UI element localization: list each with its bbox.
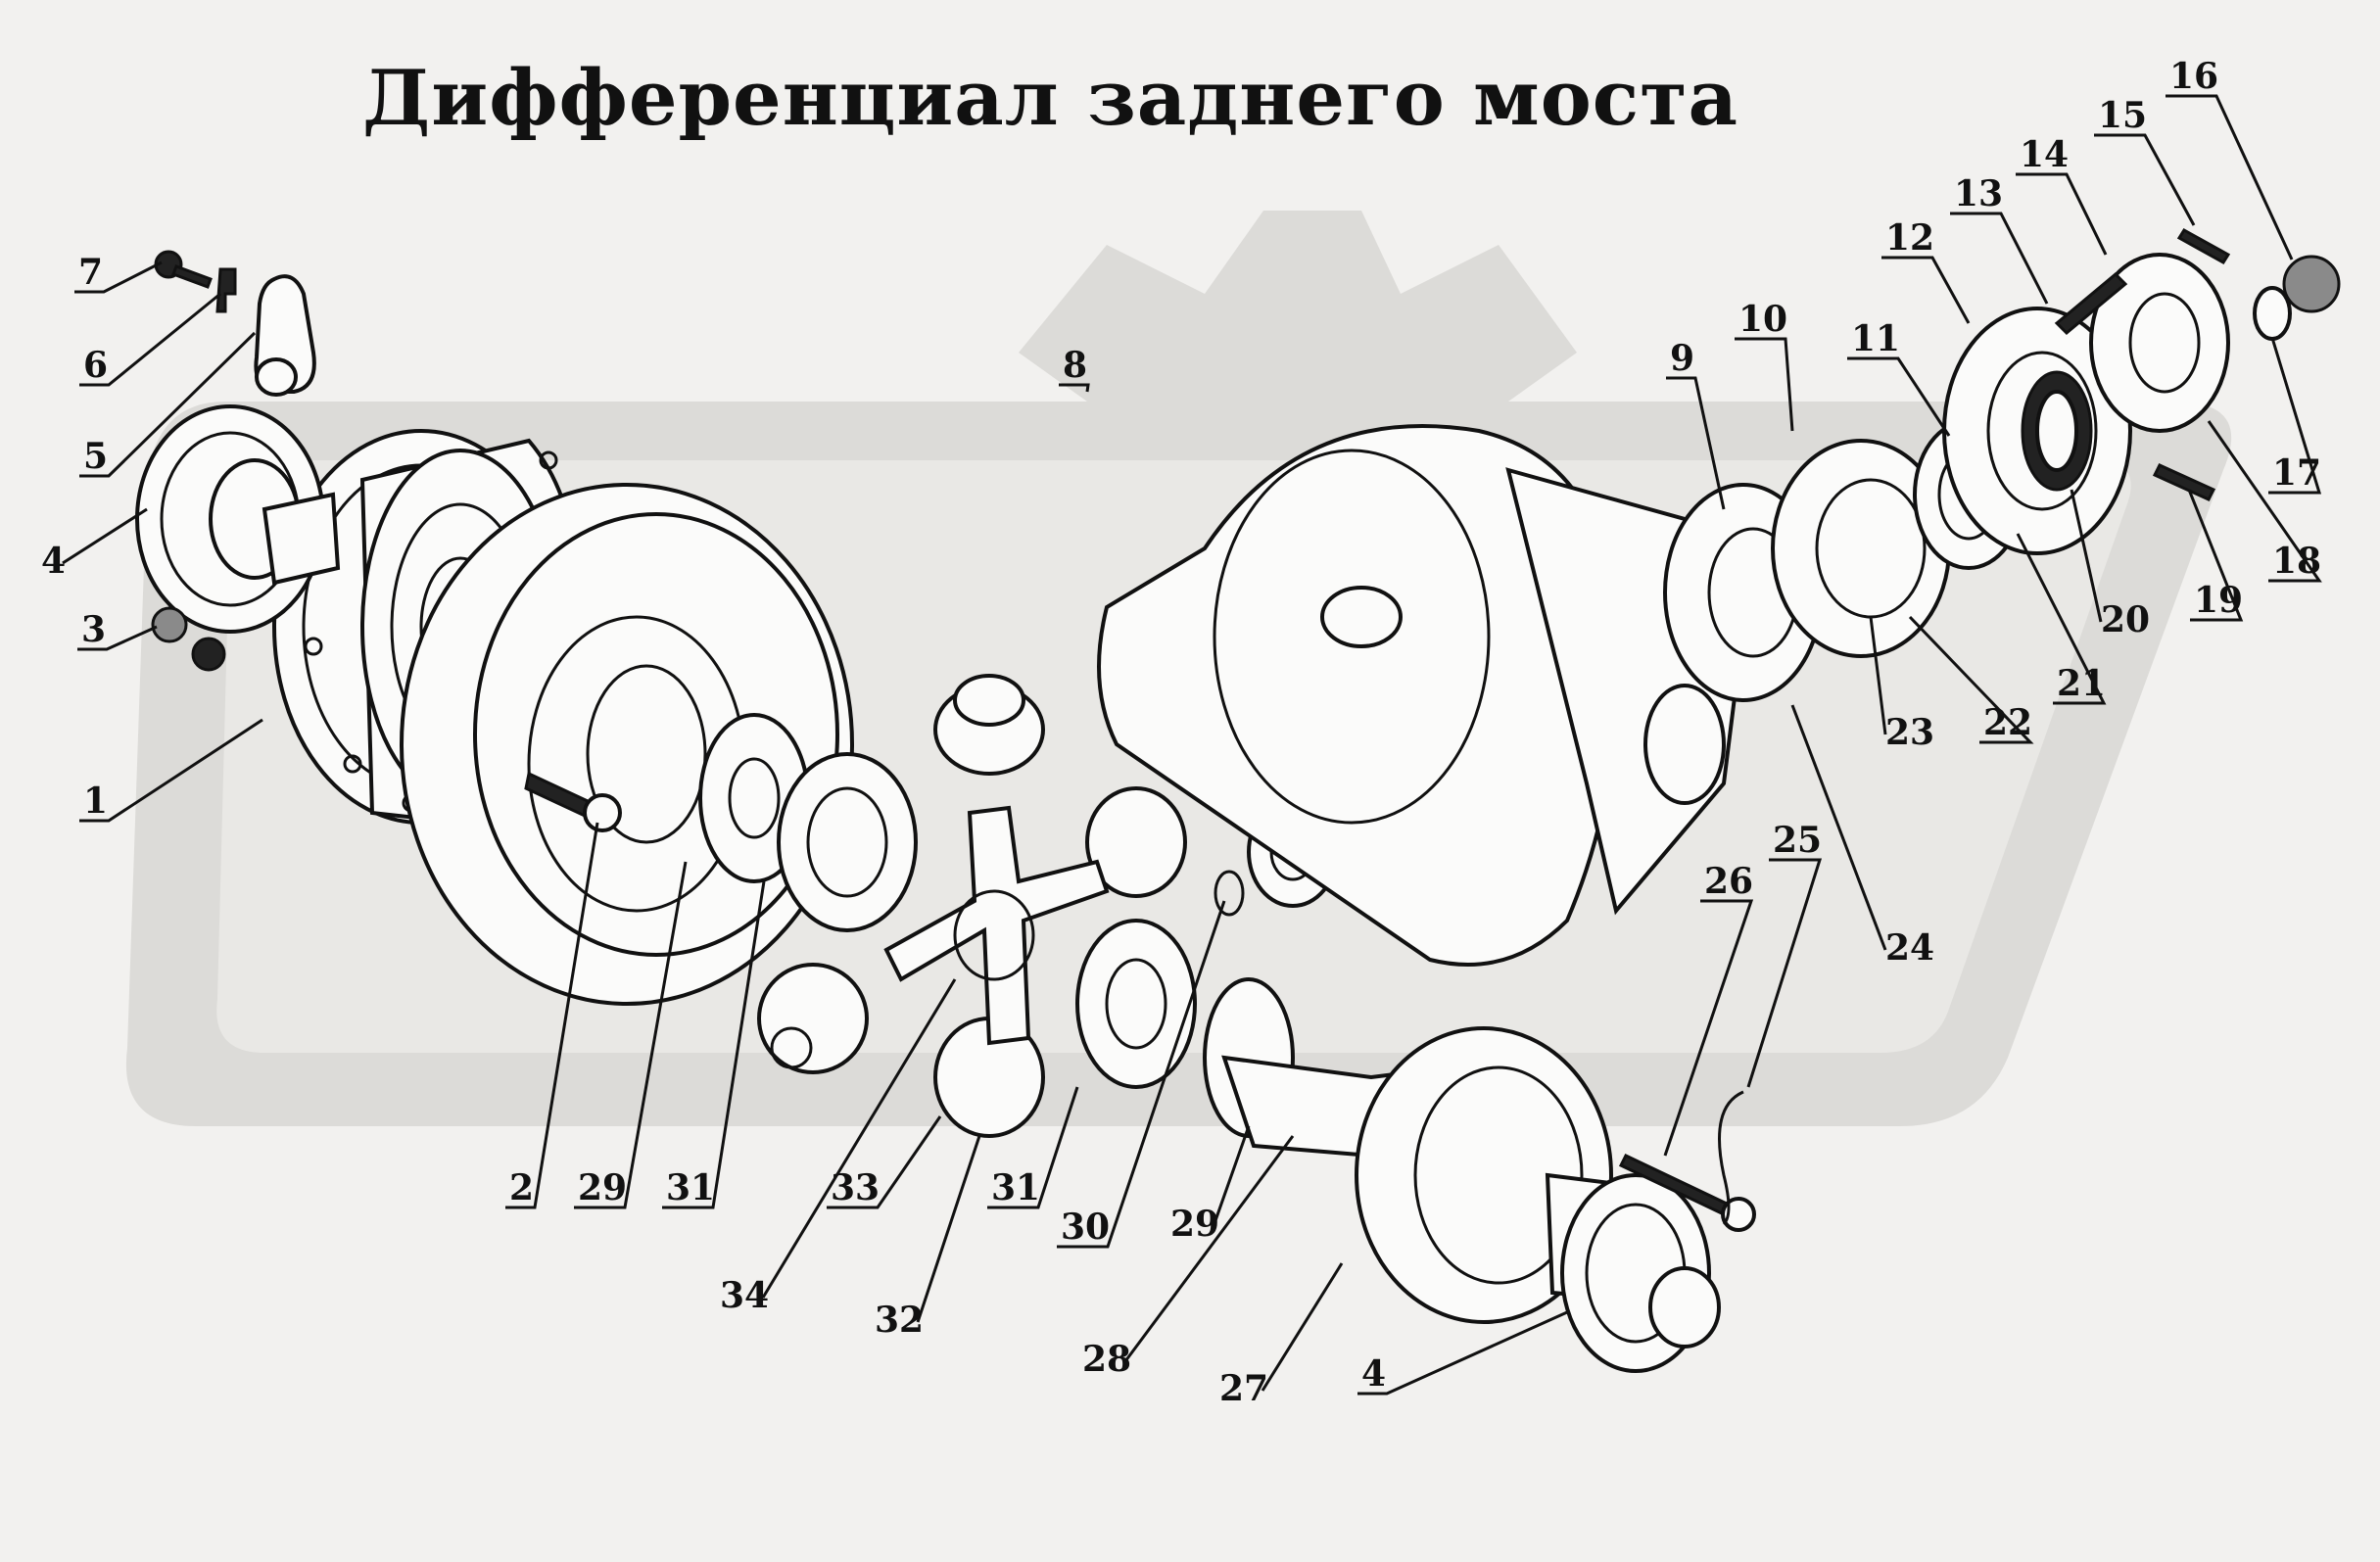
callout-label-4: 4 xyxy=(41,541,66,582)
callout-label-24: 24 xyxy=(1885,927,1934,969)
callout-leader-29 xyxy=(574,861,688,1209)
callout-leader-30 xyxy=(1057,900,1226,1249)
side-gear-right xyxy=(1075,919,1197,1089)
callout-leader-9 xyxy=(1666,376,1726,510)
callout-label-13: 13 xyxy=(1954,173,2003,214)
flange-14 xyxy=(2089,253,2230,433)
breather-elbow xyxy=(254,274,316,397)
lock-plate-bolt xyxy=(154,250,237,313)
callout-leader-4 xyxy=(1357,1310,1568,1396)
callout-leader-33 xyxy=(827,1115,942,1209)
callout-leader-18 xyxy=(2207,420,2322,583)
callout-label-16: 16 xyxy=(2169,56,2218,97)
callout-leader-15 xyxy=(2094,133,2196,226)
callout-leader-32 xyxy=(916,1135,981,1323)
callout-leader-25 xyxy=(1746,858,1823,1088)
callout-label-10: 10 xyxy=(1738,299,1787,340)
callout-leader-31 xyxy=(662,880,766,1209)
pin-15 xyxy=(2176,227,2231,265)
callout-label-32: 32 xyxy=(875,1300,924,1341)
callout-label-29: 29 xyxy=(578,1167,627,1208)
washer-17 xyxy=(2253,286,2292,341)
callout-leader-34 xyxy=(761,978,957,1299)
callout-leader-27 xyxy=(1261,1262,1344,1392)
pin-19 xyxy=(2152,463,2216,501)
callout-leader-16 xyxy=(2166,94,2294,260)
callout-leader-29 xyxy=(1212,1125,1251,1227)
ring-small xyxy=(1214,870,1245,917)
callout-label-2: 2 xyxy=(509,1167,534,1208)
callout-label-28: 28 xyxy=(1082,1339,1131,1380)
callout-label-17: 17 xyxy=(2272,452,2321,494)
callout-label-4: 4 xyxy=(1361,1353,1386,1395)
callout-label-1: 1 xyxy=(83,781,108,822)
callout-leader-2 xyxy=(505,822,599,1209)
callout-leader-24 xyxy=(1790,704,1887,951)
callout-label-26: 26 xyxy=(1704,861,1753,902)
nut-and-washer xyxy=(151,606,226,672)
callout-label-6: 6 xyxy=(83,345,108,386)
callout-leader-1 xyxy=(79,718,263,823)
callout-label-19: 19 xyxy=(2194,580,2243,621)
callout-leader-14 xyxy=(2016,172,2108,256)
callout-label-34: 34 xyxy=(720,1275,769,1316)
callout-label-5: 5 xyxy=(83,436,108,477)
callout-leader-31 xyxy=(987,1086,1079,1209)
callout-label-25: 25 xyxy=(1773,820,1822,861)
callout-label-31: 31 xyxy=(991,1167,1040,1208)
callout-leader-12 xyxy=(1881,256,1971,324)
callout-leader-10 xyxy=(1735,337,1794,432)
callout-leader-19 xyxy=(2187,489,2244,622)
nut-16 xyxy=(2282,255,2341,313)
callout-leader-11 xyxy=(1847,356,1951,437)
callout-label-7: 7 xyxy=(78,252,103,293)
callout-label-21: 21 xyxy=(2057,663,2106,704)
callout-label-23: 23 xyxy=(1885,712,1934,753)
spider-cross xyxy=(883,805,1110,1046)
callout-leader-22 xyxy=(1908,615,2034,744)
callout-leader-4 xyxy=(62,507,148,565)
callout-label-20: 20 xyxy=(2101,599,2150,640)
callout-label-12: 12 xyxy=(1885,217,1934,259)
bearing-left xyxy=(135,404,341,634)
side-gear-left xyxy=(777,752,918,932)
callout-leader-17 xyxy=(2268,337,2322,495)
callout-label-15: 15 xyxy=(2098,95,2147,136)
callout-leader-7 xyxy=(74,260,163,294)
callout-leader-26 xyxy=(1663,899,1754,1157)
bolt-13 xyxy=(2054,271,2128,336)
callout-leader-13 xyxy=(1950,212,2049,305)
callout-label-14: 14 xyxy=(2020,134,2069,175)
wire-25 xyxy=(1718,1090,1744,1226)
bolt-26 xyxy=(1618,1154,1756,1232)
callout-leader-28 xyxy=(1123,1135,1295,1362)
callout-label-18: 18 xyxy=(2272,541,2321,582)
callout-label-9: 9 xyxy=(1670,338,1694,379)
callout-label-11: 11 xyxy=(1851,318,1900,359)
bearing-right xyxy=(1560,1173,1721,1373)
callout-leader-21 xyxy=(2016,533,2107,705)
seal-20 xyxy=(2021,370,2093,492)
callout-label-22: 22 xyxy=(1983,702,2032,743)
pinion-right xyxy=(1085,786,1187,898)
callout-label-29: 29 xyxy=(1170,1204,1219,1245)
callout-leader-23 xyxy=(1869,616,1887,735)
callout-label-27: 27 xyxy=(1219,1368,1268,1409)
callout-label-8: 8 xyxy=(1063,345,1087,386)
callout-label-30: 30 xyxy=(1061,1207,1110,1248)
callout-leader-5 xyxy=(79,331,257,478)
callout-leader-8 xyxy=(1059,383,1090,393)
callout-leader-3 xyxy=(77,625,158,651)
pinion-bottom-left xyxy=(757,963,869,1074)
callout-leader-20 xyxy=(2070,489,2103,623)
callout-leader-6 xyxy=(79,292,221,387)
watermark-gear xyxy=(1019,211,1577,402)
pinion-top xyxy=(933,674,1045,776)
callout-label-3: 3 xyxy=(81,609,106,650)
callout-label-31: 31 xyxy=(666,1167,715,1208)
diagram-title: Дифференциал заднего моста xyxy=(362,54,1739,143)
